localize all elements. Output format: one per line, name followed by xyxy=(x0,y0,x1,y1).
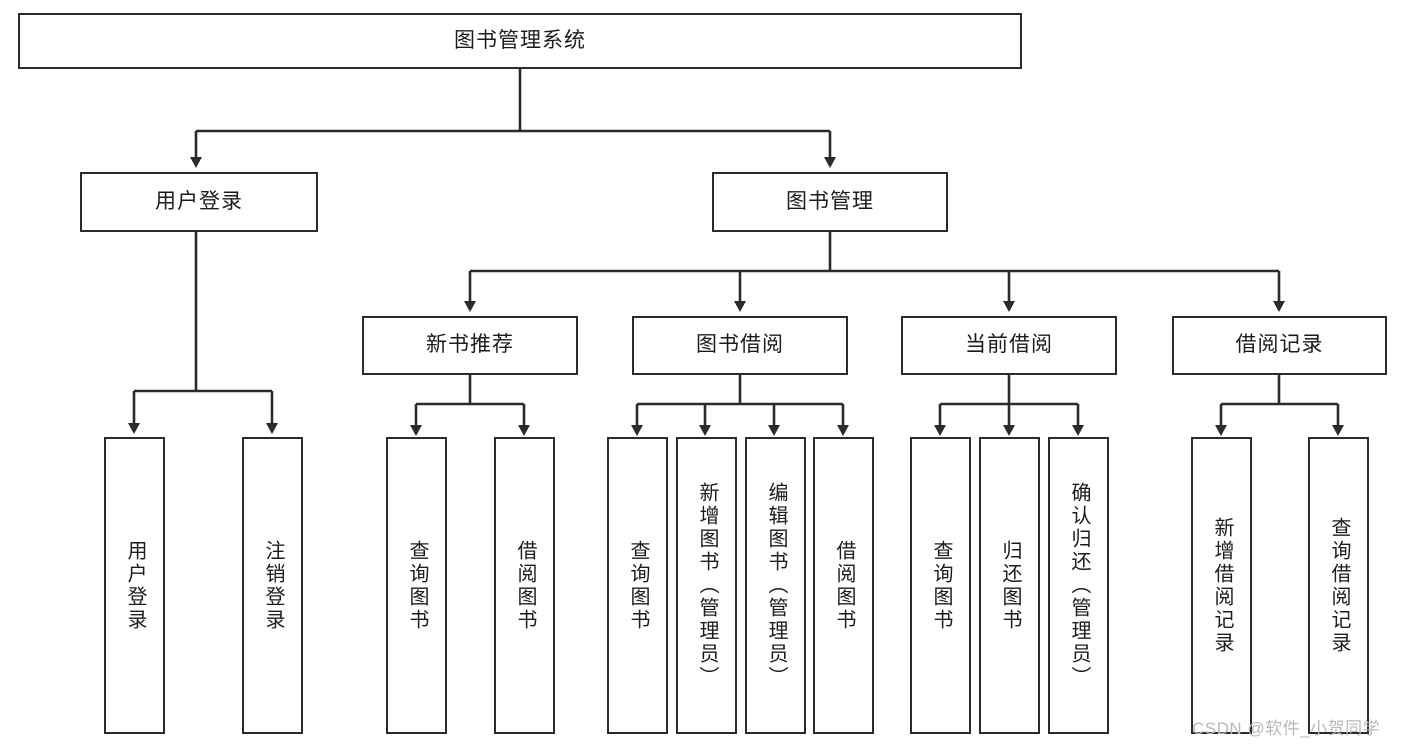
node-root-label: 图书管理系统 xyxy=(454,28,586,52)
node-new-book-recommend-label: 新书推荐 xyxy=(426,333,514,357)
node-leaf-user-login-label: 用户登录 xyxy=(124,539,146,632)
csdn-watermark: CSDN @软件_小贺同学 xyxy=(1192,719,1381,738)
node-root[interactable]: 图书管理系统 xyxy=(18,13,1022,69)
node-leaf-confirm-return-label: 确认归还（管理员） xyxy=(1068,482,1090,689)
node-borrow-record[interactable]: 借阅记录 xyxy=(1172,316,1387,375)
node-leaf-add-book-label: 新增图书（管理员） xyxy=(696,482,718,689)
node-leaf-query-book-2-label: 查询图书 xyxy=(627,539,649,632)
node-leaf-logout-login-label: 注销登录 xyxy=(262,539,284,632)
node-leaf-edit-book[interactable]: 编辑图书（管理员） xyxy=(745,437,806,734)
node-book-manage[interactable]: 图书管理 xyxy=(712,172,948,232)
node-leaf-add-record[interactable]: 新增借阅记录 xyxy=(1191,437,1252,734)
node-leaf-borrow-book-2[interactable]: 借阅图书 xyxy=(813,437,874,734)
node-user-login-label: 用户登录 xyxy=(155,189,243,213)
node-current-borrow-label: 当前借阅 xyxy=(965,333,1053,357)
node-borrow-record-label: 借阅记录 xyxy=(1235,333,1324,357)
node-leaf-borrow-book-2-label: 借阅图书 xyxy=(833,539,855,632)
node-leaf-query-book-3[interactable]: 查询图书 xyxy=(910,437,971,734)
node-leaf-borrow-book-1[interactable]: 借阅图书 xyxy=(494,437,555,734)
node-leaf-query-book-3-label: 查询图书 xyxy=(930,539,952,632)
node-leaf-query-book-1-label: 查询图书 xyxy=(406,539,428,632)
node-user-login[interactable]: 用户登录 xyxy=(80,172,318,232)
node-book-borrow-label: 图书借阅 xyxy=(696,333,784,357)
node-leaf-return-book[interactable]: 归还图书 xyxy=(979,437,1040,734)
node-leaf-borrow-book-1-label: 借阅图书 xyxy=(514,539,536,632)
node-book-borrow[interactable]: 图书借阅 xyxy=(632,316,848,375)
node-book-manage-label: 图书管理 xyxy=(786,189,874,213)
node-leaf-logout-login[interactable]: 注销登录 xyxy=(242,437,303,734)
node-leaf-query-book-2[interactable]: 查询图书 xyxy=(607,437,668,734)
node-current-borrow[interactable]: 当前借阅 xyxy=(901,316,1117,375)
node-leaf-query-book-1[interactable]: 查询图书 xyxy=(386,437,447,734)
node-new-book-recommend[interactable]: 新书推荐 xyxy=(362,316,578,375)
node-leaf-query-record-label: 查询借阅记录 xyxy=(1328,516,1350,655)
node-leaf-query-record[interactable]: 查询借阅记录 xyxy=(1308,437,1369,734)
node-leaf-add-record-label: 新增借阅记录 xyxy=(1211,516,1233,655)
node-leaf-add-book[interactable]: 新增图书（管理员） xyxy=(676,437,737,734)
node-leaf-user-login[interactable]: 用户登录 xyxy=(104,437,165,734)
node-leaf-edit-book-label: 编辑图书（管理员） xyxy=(765,482,787,689)
node-leaf-return-book-label: 归还图书 xyxy=(999,539,1021,632)
node-leaf-confirm-return[interactable]: 确认归还（管理员） xyxy=(1048,437,1109,734)
